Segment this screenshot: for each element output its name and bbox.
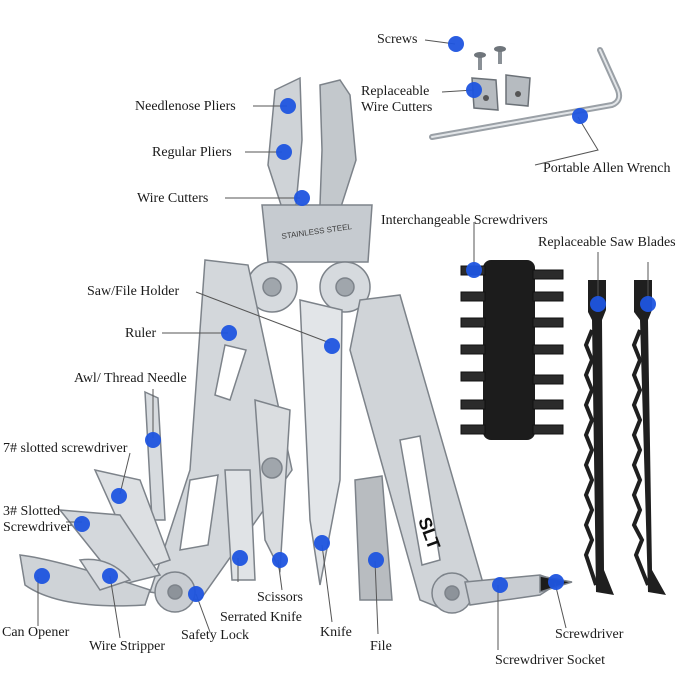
label-regular-pliers: Regular Pliers: [152, 145, 232, 160]
label-ruler: Ruler: [125, 326, 157, 341]
label-wire-stripper: Wire Stripper: [89, 639, 166, 654]
label-portable-allen-wrench: Portable Allen Wrench: [543, 161, 671, 176]
label-needlenose-pliers: Needlenose Pliers: [135, 99, 236, 114]
label-7-slotted-screwdriver: 7# slotted screwdriver: [3, 441, 128, 456]
label-saw-file-holder: Saw/File Holder: [87, 284, 180, 299]
label-scissors: Scissors: [257, 590, 303, 605]
allen-wrench: [429, 47, 623, 140]
label-can-opener: Can Opener: [2, 625, 70, 640]
label-awl-thread-needle: Awl/ Thread Needle: [74, 371, 187, 386]
bit-holder: [460, 260, 564, 440]
label-knife: Knife: [320, 625, 352, 640]
label-safety-lock: Safety Lock: [181, 628, 250, 643]
saw-blades: [583, 280, 666, 595]
label-serrated-knife: Serrated Knife: [220, 610, 303, 625]
label-interchangeable-screwdrivers: Interchangeable Screwdrivers: [381, 213, 548, 228]
callout-dots: [34, 36, 656, 602]
label-file: File: [370, 639, 392, 654]
label-wire-cutters: Wire Cutters: [137, 191, 209, 206]
multitool: [19, 76, 573, 614]
screws: [474, 46, 506, 70]
label-3-slotted-screwdriver: 3# Slotted Screwdriver: [3, 504, 72, 535]
label-screwdriver: Screwdriver: [555, 627, 624, 642]
label-screws: Screws: [377, 32, 418, 47]
label-screwdriver-socket: Screwdriver Socket: [495, 653, 606, 668]
label-replaceable-wire-cutters: Replaceable Wire Cutters: [361, 84, 433, 115]
label-replaceable-saw-blades: Replaceable Saw Blades: [538, 235, 676, 250]
